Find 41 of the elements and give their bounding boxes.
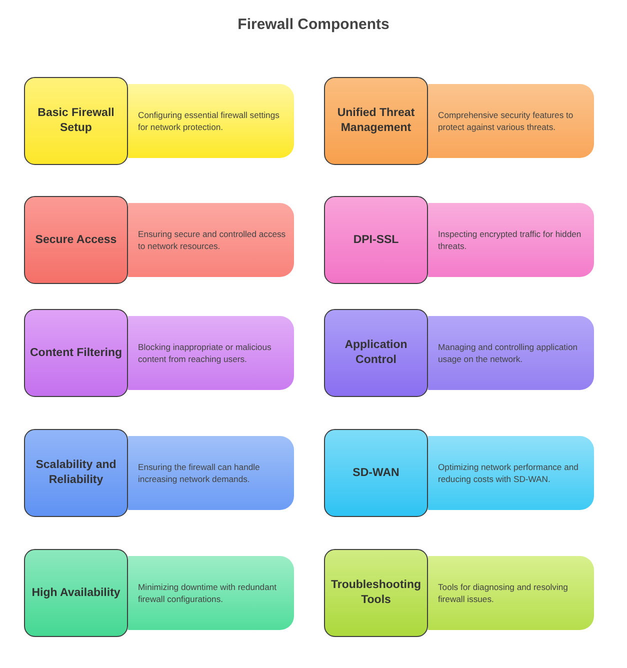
component-title: Secure Access bbox=[34, 232, 118, 248]
title-box bbox=[24, 309, 128, 397]
title-box bbox=[24, 429, 128, 517]
component-description: Ensuring the firewall can handle increasing network demands. bbox=[138, 460, 261, 486]
component-description: Comprehensive security features to protect against various threats. bbox=[438, 108, 574, 134]
component-title: High Availability bbox=[30, 586, 122, 600]
component-title: Basic Firewall Setup bbox=[36, 106, 116, 136]
description-card bbox=[428, 316, 594, 390]
title-box bbox=[324, 429, 428, 517]
description-card bbox=[128, 436, 294, 510]
component-title: Application Control bbox=[344, 338, 408, 368]
title-box bbox=[324, 77, 428, 165]
title-box bbox=[24, 77, 128, 165]
component-description: Ensuring secure and controlled access to network resources. bbox=[138, 228, 287, 252]
component-description: Inspecting encrypted traffic for hidden threats. bbox=[438, 228, 582, 252]
description-card bbox=[128, 556, 294, 630]
title-box bbox=[24, 549, 128, 637]
description-card bbox=[428, 84, 594, 158]
component-title: Scalability and Reliability bbox=[34, 458, 118, 488]
component-description: Blocking inappropriate or malicious content from reaching users. bbox=[138, 340, 272, 366]
title-box bbox=[324, 549, 428, 637]
description-card bbox=[128, 203, 294, 277]
description-card bbox=[428, 436, 594, 510]
component-title: DPI-SSL bbox=[352, 232, 400, 248]
component-title: Troubleshooting Tools bbox=[330, 578, 422, 608]
description-card bbox=[428, 556, 594, 630]
description-card bbox=[428, 203, 594, 277]
diagram-title: Firewall Components bbox=[236, 16, 390, 33]
component-description: Managing and controlling application usage on the network. bbox=[438, 340, 579, 366]
component-title: Content Filtering bbox=[29, 346, 123, 360]
title-box bbox=[324, 196, 428, 284]
component-description: Minimizing downtime with redundant firewall configurations. bbox=[138, 580, 278, 606]
title-box bbox=[24, 196, 128, 284]
component-description: Optimizing network performance and reducing costs with SD-WAN. bbox=[438, 460, 580, 486]
description-card bbox=[128, 84, 294, 158]
description-card bbox=[128, 316, 294, 390]
component-title: Unified Threat Management bbox=[336, 106, 416, 136]
component-title: SD-WAN bbox=[352, 466, 400, 480]
component-description: Configuring essential firewall settings for network protection. bbox=[138, 108, 280, 134]
component-description: Tools for diagnosing and resolving firewall issues. bbox=[438, 580, 569, 606]
title-box bbox=[324, 309, 428, 397]
